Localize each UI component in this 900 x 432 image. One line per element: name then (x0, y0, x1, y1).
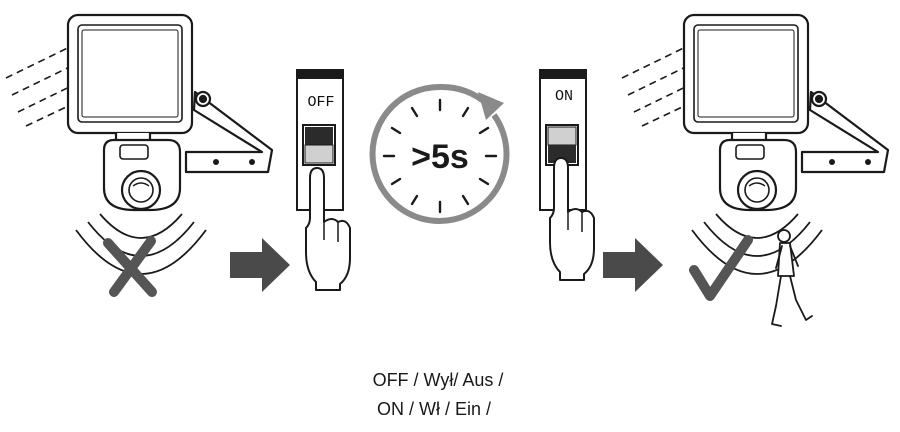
switch-off-lever (305, 127, 333, 145)
floodlight-right (621, 13, 890, 212)
switch-off-label: OFF (307, 94, 334, 111)
right-arrow-icon-2 (603, 238, 663, 292)
walking-person-icon (771, 229, 813, 327)
switch-on-lever (548, 145, 576, 163)
check-mark-icon (689, 235, 753, 301)
right-arrow-icon-1 (230, 238, 290, 292)
timer-label: >5s (411, 138, 469, 176)
hand-pressing-off (305, 167, 351, 291)
caption-on-line: ON / Wł / Ein / (376, 399, 491, 419)
detection-arcs-left (75, 213, 207, 275)
cross-mark-icon (103, 236, 157, 297)
caption-off-line: OFF / Wył/ Aus / (372, 370, 504, 390)
detection-arcs-right (691, 213, 823, 275)
switch-on-label: ON (555, 88, 573, 105)
floodlight-left (5, 13, 274, 212)
clock-circle-arrow-icon (369, 83, 510, 224)
hand-pressing-on (549, 157, 595, 281)
